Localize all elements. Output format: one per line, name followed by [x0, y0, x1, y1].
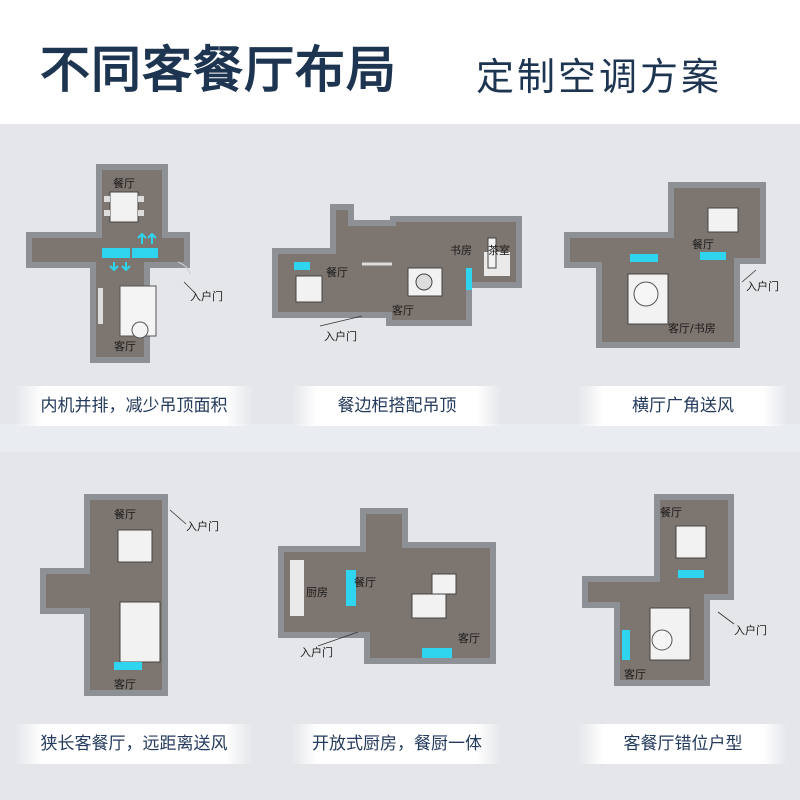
page-subtitle: 定制空调方案 [476, 55, 723, 99]
ac-unit-icon [114, 662, 142, 670]
caption-1: 内机并排，减少吊顶面积 [14, 386, 254, 426]
ac-unit-icon [466, 268, 472, 290]
ac-unit-icon [346, 570, 356, 606]
entry-door-label: 入户门 [324, 329, 357, 343]
ac-unit-icon [622, 630, 630, 660]
floor-plan-5: 厨房 餐厅 客厅 入户门 [278, 504, 500, 674]
floor-plan-4: 餐厅 客厅 入户门 [36, 490, 236, 700]
caption-5: 开放式厨房，餐厨一体 [292, 724, 502, 764]
room-label-living: 客厅 [114, 339, 136, 353]
floor-plan-3: 餐厅 客厅/书房 入户门 [560, 178, 792, 353]
page-title: 不同客餐厅布局 [40, 41, 397, 99]
ac-unit-icon [294, 262, 310, 270]
room-label-dining: 餐厅 [114, 507, 136, 521]
room-label-living: 客厅 [392, 303, 414, 317]
ac-unit-icon [422, 648, 452, 658]
ac-unit-icon [700, 252, 726, 260]
room-label-dining: 餐厅 [113, 176, 135, 190]
floor-plan-2: 餐厅 书房 茶室 客厅 入户门 [272, 198, 522, 348]
room-label-living-study: 客厅/书房 [668, 321, 716, 335]
entry-door-label: 入户门 [746, 279, 779, 293]
room-label-living: 客厅 [114, 677, 136, 691]
ac-unit-icon [678, 570, 704, 578]
floor-plan-6: 餐厅 客厅 入户门 [578, 490, 788, 690]
room-label-kitchen: 厨房 [306, 586, 328, 599]
caption-3: 横厅广角送风 [578, 386, 788, 426]
room-label-tea-room: 茶室 [488, 243, 510, 257]
entry-door-label: 入户门 [300, 645, 333, 659]
ac-unit-icon [630, 254, 658, 262]
ac-unit-icon [102, 248, 130, 258]
room-label-dining: 餐厅 [354, 575, 376, 589]
floor-plan-1: 餐厅 客厅 入户门 [18, 158, 223, 373]
room-label-living: 客厅 [624, 667, 646, 681]
header-banner: 不同客餐厅布局 定制空调方案 [0, 0, 800, 124]
ac-unit-icon [132, 248, 158, 258]
entry-door-label: 入户门 [190, 289, 223, 303]
room-label-dining: 餐厅 [692, 237, 714, 251]
entry-door-label: 入户门 [186, 519, 219, 533]
room-label-living: 客厅 [458, 631, 480, 645]
caption-2: 餐边柜搭配吊顶 [292, 386, 502, 426]
entry-door-label: 入户门 [734, 623, 767, 637]
room-label-dining: 餐厅 [660, 505, 682, 519]
caption-6: 客餐厅错位户型 [578, 724, 788, 764]
room-label-dining: 餐厅 [326, 265, 348, 279]
caption-4: 狭长客餐厅，远距离送风 [14, 724, 254, 764]
room-label-study: 书房 [450, 244, 472, 257]
